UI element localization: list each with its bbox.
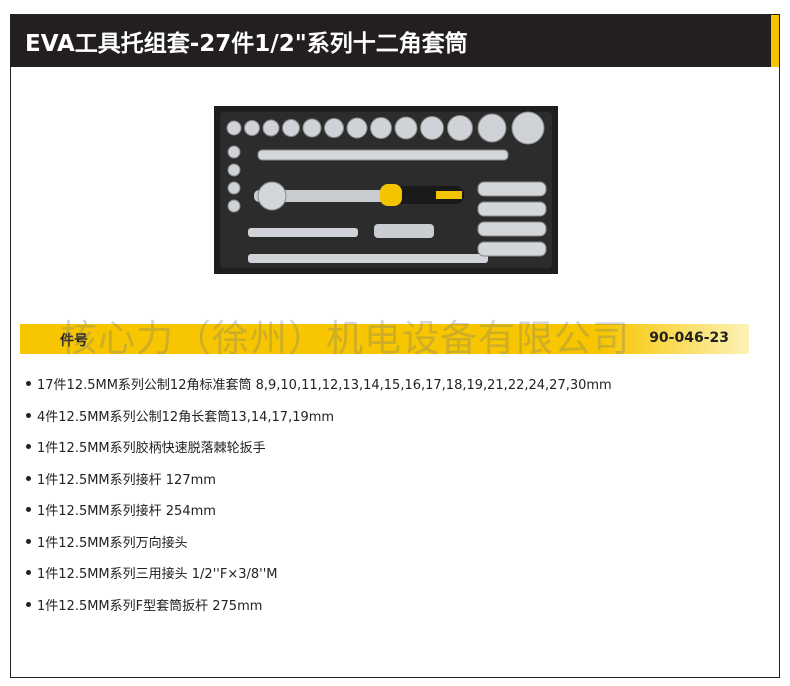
part-number-band: 件号 90-046-23 [20, 324, 749, 354]
list-item: 17件12.5MM系列公制12角标准套筒 8,9,10,11,12,13,14,… [26, 368, 612, 400]
ratchet-shaft [254, 190, 414, 202]
deep-socket-column [477, 181, 547, 257]
universal-joint [374, 224, 434, 238]
list-item-text: 17件12.5MM系列公制12角标准套筒 8,9,10,11,12,13,14,… [37, 378, 612, 394]
bullet-icon [26, 412, 31, 418]
product-photo [214, 106, 558, 274]
list-item: 1件12.5MM系列接杆 254mm [26, 494, 612, 526]
bullet-icon [26, 507, 31, 513]
list-item: 1件12.5MM系列接杆 127mm [26, 463, 612, 495]
list-item: 4件12.5MM系列公制12角长套筒13,14,17,19mm [26, 400, 612, 432]
list-item: 1件12.5MM系列胶柄快速脱落棘轮扳手 [26, 431, 612, 463]
part-number-value: 90-046-23 [649, 330, 729, 346]
company-watermark: 核心力（徐州）机电设备有限公司 [60, 317, 630, 360]
brand-label [436, 191, 462, 199]
list-item-text: 1件12.5MM系列接杆 127mm [37, 472, 216, 488]
bullet-icon [26, 538, 31, 544]
list-item-text: 1件12.5MM系列三用接头 1/2''F×3/8''M [37, 567, 278, 583]
title-bar: EVA工具托组套-27件1/2"系列十二角套筒 [11, 15, 779, 67]
part-number-label: 件号 [60, 333, 88, 349]
bullet-icon [26, 444, 31, 450]
bullet-icon [26, 475, 31, 481]
contents-list: 17件12.5MM系列公制12角标准套筒 8,9,10,11,12,13,14,… [26, 368, 612, 620]
list-item: 1件12.5MM系列三用接头 1/2''F×3/8''M [26, 557, 612, 589]
bullet-icon [26, 601, 31, 607]
list-item-text: 1件12.5MM系列胶柄快速脱落棘轮扳手 [37, 441, 266, 457]
list-item-text: 1件12.5MM系列F型套筒扳杆 275mm [37, 598, 263, 614]
list-item-text: 4件12.5MM系列公制12角长套筒13,14,17,19mm [37, 409, 335, 425]
extension-127 [248, 228, 358, 237]
list-item-text: 1件12.5MM系列万向接头 [37, 535, 188, 551]
extension-254 [248, 254, 488, 263]
bullet-icon [26, 381, 31, 387]
list-item: 1件12.5MM系列F型套筒扳杆 275mm [26, 589, 612, 621]
bullet-icon [26, 570, 31, 576]
ratchet-head [257, 181, 287, 211]
list-item-text: 1件12.5MM系列接杆 254mm [37, 504, 216, 520]
list-item: 1件12.5MM系列万向接头 [26, 526, 612, 558]
standard-socket-row [226, 111, 545, 213]
breaker-bar [257, 149, 509, 161]
title-accent [771, 15, 779, 67]
ratchet-handle [394, 186, 464, 204]
ratchet-grip-accent [380, 184, 402, 206]
page-title: EVA工具托组套-27件1/2"系列十二角套筒 [25, 31, 468, 57]
